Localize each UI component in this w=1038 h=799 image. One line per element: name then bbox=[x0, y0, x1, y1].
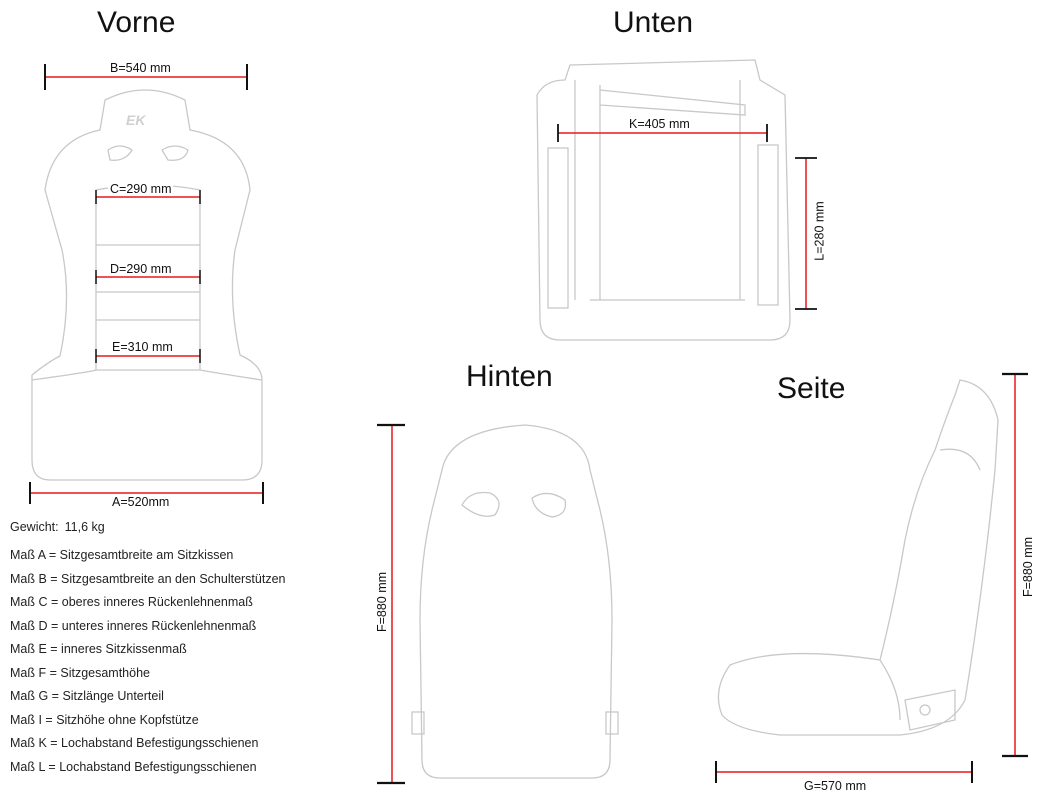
dim-label-l: L=280 mm bbox=[812, 199, 827, 263]
legend-item: Maß D = unteres inneres Rückenlehnenmaß bbox=[10, 618, 257, 633]
weight-value: 11,6 kg bbox=[64, 520, 105, 534]
legend-item: Maß F = Sitzgesamthöhe bbox=[10, 665, 150, 680]
dim-label-f-side: F=880 mm bbox=[1021, 534, 1036, 600]
svg-text:EK: EK bbox=[126, 112, 146, 128]
bottom-seat-outline bbox=[536, 59, 791, 341]
side-seat-outline bbox=[717, 379, 999, 736]
front-view-title: Vorne bbox=[97, 6, 176, 39]
legend-item: Maß I = Sitzhöhe ohne Kopfstütze bbox=[10, 712, 199, 727]
side-view-title: Seite bbox=[777, 372, 846, 405]
dim-label-d: D=290 mm bbox=[108, 262, 174, 276]
legend-item: Maß K = Lochabstand Befestigungsschienen bbox=[10, 736, 259, 750]
legend-item: Maß A = Sitzgesamtbreite am Sitzkissen bbox=[10, 548, 234, 562]
weight-row: Gewicht: 11,6 kg bbox=[10, 520, 286, 534]
dim-label-e: E=310 mm bbox=[110, 340, 175, 354]
legend-item: Maß E = inneres Sitzkissenmaß bbox=[10, 642, 187, 656]
legend-item: Maß B = Sitzgesamtbreite an den Schulter… bbox=[10, 571, 286, 586]
legend-item: Maß G = Sitzlänge Unterteil bbox=[10, 689, 164, 703]
dim-label-c: C=290 mm bbox=[108, 182, 174, 196]
weight-label: Gewicht: bbox=[10, 520, 59, 534]
legend-item: Maß L = Lochabstand Befestigungsschienen bbox=[10, 759, 257, 774]
dim-label-k: K=405 mm bbox=[627, 117, 692, 131]
front-seat-outline: EK bbox=[31, 89, 263, 481]
legend-item: Maß C = oberes inneres Rückenlehnenmaß bbox=[10, 595, 253, 609]
bottom-view-title: Unten bbox=[613, 6, 694, 39]
back-view-title: Hinten bbox=[466, 360, 553, 393]
back-seat-outline bbox=[411, 424, 619, 779]
dim-label-b: B=540 mm bbox=[108, 61, 173, 75]
dim-label-a: A=520mm bbox=[110, 495, 172, 509]
dim-label-f-back: F=880 mm bbox=[375, 569, 390, 635]
dimension-lines bbox=[29, 64, 1028, 785]
dimension-legend: Gewicht: 11,6 kg Maß A = Sitzgesamtbreite… bbox=[10, 520, 286, 779]
legend-list: Maß A = Sitzgesamtbreite am Sitzkissen M… bbox=[10, 544, 286, 779]
dim-label-g: G=570 mm bbox=[802, 779, 869, 793]
